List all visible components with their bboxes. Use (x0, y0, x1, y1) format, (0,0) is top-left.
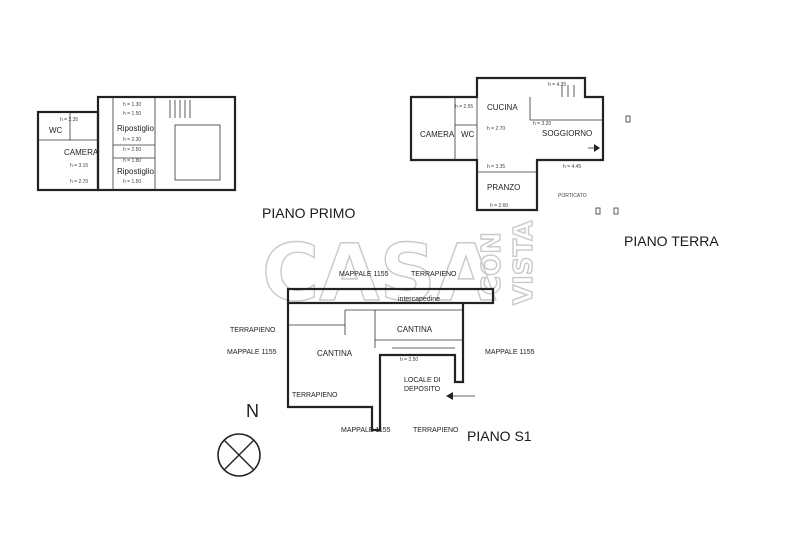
compass-rose: N (217, 401, 261, 477)
primo-height-6: h = 3.15 (70, 163, 88, 169)
terra-height-1: h = 2.55 (455, 104, 473, 110)
s1-intercapedine-label: intercapedine (398, 296, 440, 303)
primo-wc-label: WC (49, 126, 63, 135)
piano-primo-plan: WC CAMERA Ripostiglio Ripostiglio h = 2.… (36, 95, 355, 221)
terra-height-7: h = 2.60 (490, 203, 508, 209)
terra-soggiorno-label: SOGGIORNO (542, 129, 592, 138)
piano-s1-title: PIANO S1 (467, 428, 532, 444)
watermark-side-top: CON (477, 232, 507, 295)
primo-height-2: h = 1.30 (123, 102, 141, 108)
s1-terrapieno-bottom: TERRAPIENO (413, 427, 459, 434)
primo-height-8: h = 2.70 (70, 179, 88, 185)
primo-camera-label: CAMERA (64, 148, 99, 157)
watermark: CASA CON VISTA (261, 220, 539, 320)
primo-ripostiglio-2-label: Ripostiglio (117, 167, 154, 176)
s1-terrapieno-bottom-left: TERRAPIENO (292, 392, 338, 399)
s1-mappale-right: MAPPALE 1155 (485, 349, 535, 356)
primo-height-7: h = 1.80 (123, 158, 141, 164)
primo-height-5: h = 2.50 (123, 147, 141, 153)
terra-camera-label: CAMERA (420, 130, 455, 139)
piano-s1-plan: intercapedine CANTINA CANTINA h = 2.50 L… (227, 271, 535, 444)
terra-height-2: h = 4.35 (548, 82, 566, 88)
piano-terra-plan: CAMERA WC CUCINA SOGGIORNO PRANZO h = 2.… (409, 76, 719, 249)
s1-terrapieno-left: TERRAPIENO (230, 327, 276, 334)
compass-north-label: N (246, 401, 259, 421)
terra-porticato-label: PORTICATO (558, 193, 587, 199)
primo-height-4: h = 2.30 (123, 137, 141, 143)
s1-height: h = 2.50 (400, 357, 418, 363)
terra-cucina-label: CUCINA (487, 103, 518, 112)
terra-height-6: h = 4.45 (563, 164, 581, 170)
watermark-main: CASA (262, 229, 496, 319)
s1-outline (286, 303, 465, 432)
primo-height-1: h = 2.35 (60, 117, 78, 123)
s1-locale-line1: LOCALE DI (404, 377, 441, 384)
s1-mappale-left: MAPPALE 1155 (227, 349, 277, 356)
terra-height-4: h = 3.20 (533, 121, 551, 127)
primo-height-3: h = 1.50 (123, 111, 141, 117)
compass-circle-icon (217, 433, 261, 477)
s1-mappale-top: MAPPALE 1155 (339, 271, 389, 278)
primo-ripostiglio-1-label: Ripostiglio (117, 124, 154, 133)
s1-cantina-1-label: CANTINA (397, 325, 433, 334)
piano-terra-title: PIANO TERRA (624, 233, 719, 249)
terra-wc-label: WC (461, 130, 475, 139)
s1-locale-line2: DEPOSITO (404, 386, 441, 393)
primo-main-block (96, 95, 237, 192)
terra-height-5: h = 3.35 (487, 164, 505, 170)
terra-height-3: h = 2.70 (487, 126, 505, 132)
s1-cantina-2-label: CANTINA (317, 349, 353, 358)
s1-intercapedine-strip (286, 287, 495, 305)
piano-primo-title: PIANO PRIMO (262, 205, 355, 221)
primo-height-9: h = 1.50 (123, 179, 141, 185)
s1-terrapieno-top: TERRAPIENO (411, 271, 457, 278)
s1-mappale-bottom: MAPPALE 1155 (341, 427, 391, 434)
terra-pranzo-label: PRANZO (487, 183, 520, 192)
watermark-side-bottom: VISTA (509, 221, 539, 305)
